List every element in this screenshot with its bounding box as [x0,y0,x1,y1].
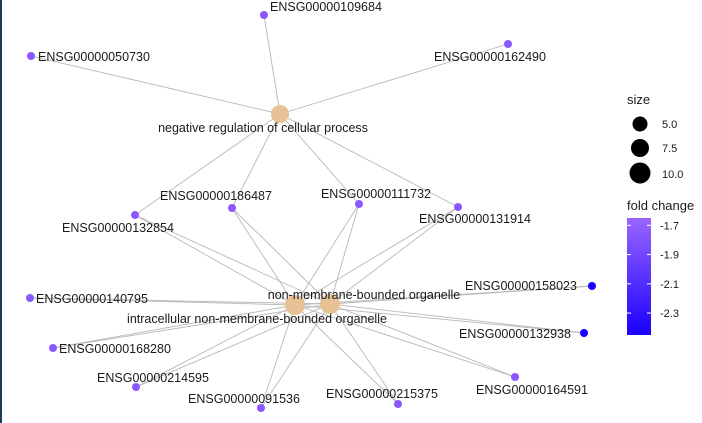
gene-node-ENSG00000158023[interactable] [588,282,596,290]
category-node-nmbo[interactable] [320,294,340,314]
gene-label: ENSG00000091536 [188,392,300,406]
gene-node-ENSG00000111732[interactable] [355,200,363,208]
edge-nmbo-g168280 [52,303,331,349]
gene-label: ENSG00000214595 [97,371,209,385]
category-label: negative regulation of cellular process [158,121,368,135]
gene-node-ENSG00000215375[interactable] [394,400,402,408]
nodes-layer [26,11,596,412]
gene-node-ENSG00000050730[interactable] [27,52,35,60]
gene-node-ENSG00000132938[interactable] [580,329,588,337]
edge-inmbo-g214595 [135,304,296,388]
edge-nmbo-g091536 [260,303,331,409]
gene-label: ENSG00000132938 [459,327,571,341]
color-legend-ticks: -1.7 -1.9 -2.1 -2.3 [627,220,679,320]
edge-nmbo-g132854 [134,214,331,305]
gene-label: ENSG00000164591 [476,383,588,397]
edge-inmbo-g131914 [294,206,459,306]
window-left-border [0,0,2,423]
color-legend-bar [627,218,651,335]
edge-inmbo-g164591 [294,304,516,378]
gene-node-ENSG00000164591[interactable] [511,373,519,381]
color-tick-label: -1.9 [660,250,679,262]
gene-node-ENSG00000186487[interactable] [228,204,236,212]
category-node-inmbo[interactable] [285,295,305,315]
gene-node-ENSG00000132854[interactable] [131,211,139,219]
gene-node-ENSG00000109684[interactable] [260,11,268,19]
edge-negreg-g111732 [279,113,360,205]
edge-inmbo-g091536 [260,304,296,409]
category-node-negreg[interactable] [271,105,289,123]
edge-negreg-g050730 [30,55,281,115]
edges-layer [29,14,593,409]
gene-label: ENSG00000168280 [59,342,171,356]
edge-negreg-g131914 [279,113,459,208]
edge-inmbo-g132854 [134,214,296,306]
gene-label: ENSG00000158023 [465,279,577,293]
size-legend-label-large: 10.0 [662,169,683,181]
size-legend-dot-small [632,116,648,132]
edge-nmbo-g214595 [135,303,331,388]
size-legend-label-small: 5.0 [662,119,677,131]
gene-node-ENSG00000214595[interactable] [132,383,140,391]
edge-inmbo-g132938 [294,304,585,334]
edge-negreg-g109684 [263,14,281,115]
gene-label: ENSG00000109684 [270,0,382,14]
gene-label: ENSG00000186487 [160,189,272,203]
color-tick-label: -1.7 [660,220,679,232]
edge-inmbo-g186487 [231,207,296,306]
gene-label: ENSG00000050730 [38,50,150,64]
edge-nmbo-g164591 [329,303,516,378]
edge-nmbo-g215375 [329,303,399,405]
edge-inmbo-g158023 [294,285,593,306]
edge-negreg-g186487 [231,113,281,209]
category-label: intracellular non-membrane-bounded organ… [127,312,387,326]
gene-node-ENSG00000140795[interactable] [26,294,34,302]
size-legend-title: size [627,92,650,107]
gene-label: ENSG00000111732 [321,187,431,201]
gene-node-ENSG00000091536[interactable] [257,404,265,412]
edge-nmbo-g131914 [329,206,459,305]
edge-inmbo-g140795 [29,297,296,306]
edge-nmbo-g132938 [329,303,585,334]
edge-negreg-g132854 [134,113,281,216]
gene-label: ENSG00000131914 [419,212,531,226]
gene-label: ENSG00000215375 [326,387,438,401]
gene-node-ENSG00000168280[interactable] [49,344,57,352]
legend: size 5.0 7.5 10.0 fold change -1.7 -1.9 -2… [627,92,694,335]
edge-inmbo-g215375 [294,304,399,405]
color-tick-label: -2.1 [660,279,679,291]
edge-negreg-g162490 [279,43,509,115]
gene-label: ENSG00000162490 [434,50,546,64]
gene-label: ENSG00000140795 [36,292,148,306]
color-legend-title: fold change [627,198,694,213]
edge-inmbo-g168280 [52,304,296,349]
category-label: non-membrane-bounded organelle [268,288,461,302]
size-legend-dot-large [629,162,651,184]
gene-node-ENSG00000162490[interactable] [504,40,512,48]
edge-nmbo-g111732 [329,203,360,305]
edge-nmbo-g186487 [231,207,331,305]
gene-node-ENSG00000131914[interactable] [454,203,462,211]
color-tick-label: -2.3 [660,308,679,320]
size-legend-dot-medium [631,139,649,157]
size-legend-label-medium: 7.5 [662,143,677,155]
gene-label: ENSG00000132854 [62,221,174,235]
edge-inmbo-g111732 [294,203,360,306]
